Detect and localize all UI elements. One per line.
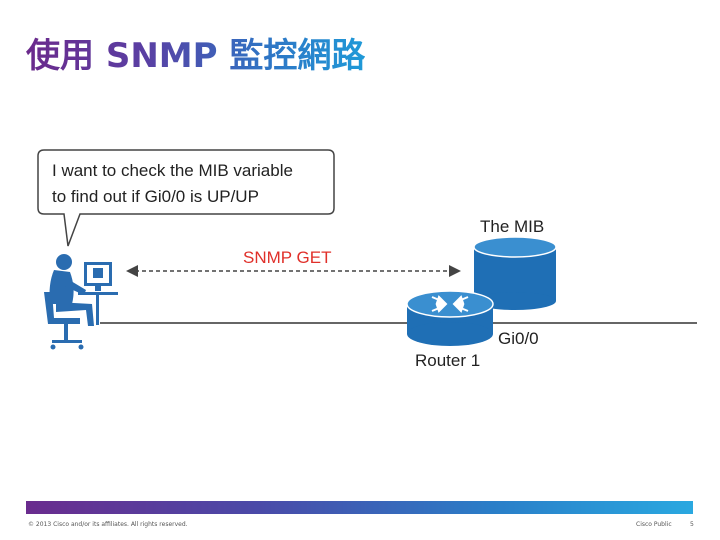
footer-classification: Cisco Public [636,521,672,528]
speech-line-2: to find out if Gi0/0 is UP/UP [52,187,259,206]
router-label: Router 1 [415,351,481,370]
router-icon [406,290,494,346]
footer-page-number: 5 [690,521,694,528]
interface-label: Gi0/0 [498,329,539,348]
speech-line-1: I want to check the MIB variable [52,161,293,180]
snmp-get-label: SNMP GET [243,248,332,267]
speech-bubble [37,149,335,247]
footer-copyright: © 2013 Cisco and/or its affiliates. All … [28,521,188,528]
slide-title: 使用 SNMP 監控網路 [26,28,365,77]
footer-gradient-bar [26,501,693,514]
administrator-person-icon [44,254,118,350]
speech-bubble-text: I want to check the MIB variable to find… [52,158,332,210]
arrow-head-left [126,265,138,277]
mib-database-icon [473,236,557,310]
mib-label: The MIB [480,217,545,236]
arrow-head-right [449,265,461,277]
